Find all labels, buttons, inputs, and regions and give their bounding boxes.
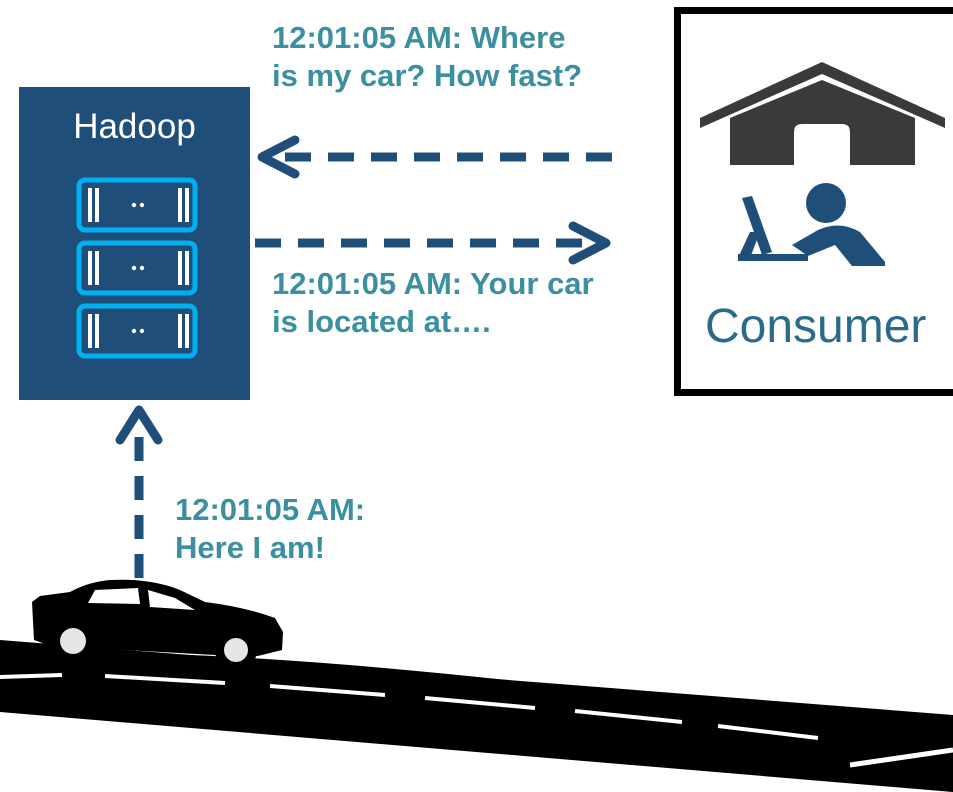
hadoop-title: Hadoop <box>73 107 196 146</box>
response-message-line: 12:01:05 AM: Your car <box>272 266 594 301</box>
car-message: 12:01:05 AM: Here I am! <box>175 491 365 567</box>
road-lane-marking <box>424 696 536 710</box>
response-message-line: is located at…. <box>272 304 491 339</box>
response-message: 12:01:05 AM: Your car is located at…. <box>272 265 594 341</box>
road-lane-marking <box>104 674 226 685</box>
road-lane-marking <box>574 709 683 724</box>
road-lane-marking <box>0 673 63 679</box>
road-lane-marking <box>849 747 953 768</box>
consumer-label: Consumer <box>705 300 927 353</box>
request-message: 12:01:05 AM: Where is my car? How fast? <box>272 19 582 95</box>
server-unit <box>76 240 198 296</box>
request-message-line: is my car? How fast? <box>272 58 583 93</box>
car-message-line: 12:01:05 AM: <box>175 492 366 527</box>
road-lane-marking <box>269 684 386 697</box>
server-unit <box>76 303 198 359</box>
car-message-line: Here I am! <box>175 530 325 565</box>
request-message-line: 12:01:05 AM: Where <box>272 20 566 55</box>
server-unit <box>76 177 198 233</box>
road-lane-marking <box>717 724 819 740</box>
